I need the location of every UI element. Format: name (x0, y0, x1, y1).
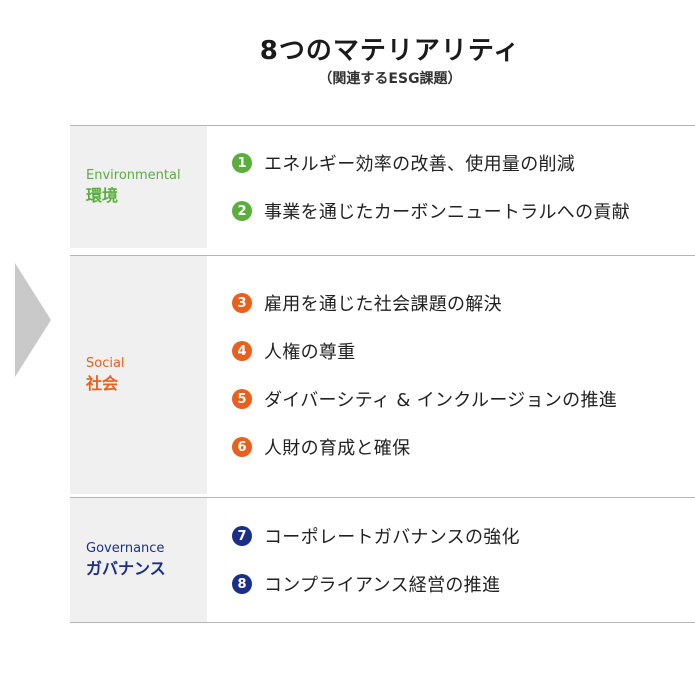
materiality-item: 3 雇用を通じた社会課題の解決 (232, 279, 695, 327)
materiality-list: 3 雇用を通じた社会課題の解決 4 人権の尊重 5 ダイバーシティ & インクル… (232, 256, 695, 494)
category-label-en: Social (86, 356, 125, 371)
category-label-en: Governance (86, 541, 165, 556)
number-badge: 8 (232, 574, 252, 594)
category-environmental: Environmental 環境 (70, 126, 207, 248)
materiality-item: 5 ダイバーシティ & インクルージョンの推進 (232, 375, 695, 423)
materiality-list: 1 エネルギー効率の改善、使用量の削減 2 事業を通じたカーボンニュートラルへの… (232, 126, 695, 248)
category-label-en: Environmental (86, 168, 181, 183)
category-label-ja: 環境 (86, 186, 119, 205)
materiality-text: 雇用を通じた社会課題の解決 (264, 294, 502, 315)
materiality-text: コンプライアンス経営の推進 (264, 575, 501, 596)
section-social: Social 社会 3 雇用を通じた社会課題の解決 4 人権の尊重 5 ダイバー… (70, 255, 695, 494)
materiality-text: ダイバーシティ & インクルージョンの推進 (264, 390, 618, 411)
arrow-right-icon (15, 263, 51, 377)
number-badge: 1 (232, 153, 252, 173)
number-badge: 4 (232, 341, 252, 361)
category-label-ja: ガバナンス (86, 559, 166, 578)
materiality-item: 6 人財の育成と確保 (232, 423, 695, 471)
section-governance: Governance ガバナンス 7 コーポレートガバナンスの強化 8 コンプラ… (70, 497, 695, 623)
materiality-item: 2 事業を通じたカーボンニュートラルへの貢献 (232, 187, 695, 235)
materiality-text: エネルギー効率の改善、使用量の削減 (264, 154, 576, 175)
number-badge: 6 (232, 437, 252, 457)
number-badge: 2 (232, 201, 252, 221)
category-social: Social 社会 (70, 256, 207, 494)
materiality-item: 1 エネルギー効率の改善、使用量の削減 (232, 139, 695, 187)
section-environmental: Environmental 環境 1 エネルギー効率の改善、使用量の削減 2 事… (70, 125, 695, 248)
page-subtitle: （関連するESG課題） (318, 71, 462, 87)
materiality-item: 7 コーポレートガバナンスの強化 (232, 512, 695, 560)
materiality-text: コーポレートガバナンスの強化 (264, 527, 520, 548)
materiality-text: 事業を通じたカーボンニュートラルへの貢献 (264, 202, 630, 223)
number-badge: 7 (232, 526, 252, 546)
number-badge: 3 (232, 293, 252, 313)
number-badge: 5 (232, 389, 252, 409)
materiality-list: 7 コーポレートガバナンスの強化 8 コンプライアンス経営の推進 (232, 498, 695, 622)
materiality-item: 8 コンプライアンス経営の推進 (232, 560, 695, 608)
materiality-item: 4 人権の尊重 (232, 327, 695, 375)
materiality-text: 人財の育成と確保 (264, 438, 411, 459)
category-label-ja: 社会 (86, 374, 119, 393)
materiality-text: 人権の尊重 (264, 342, 356, 363)
page-title: 8つのマテリアリティ (259, 36, 521, 66)
category-governance: Governance ガバナンス (70, 498, 207, 622)
